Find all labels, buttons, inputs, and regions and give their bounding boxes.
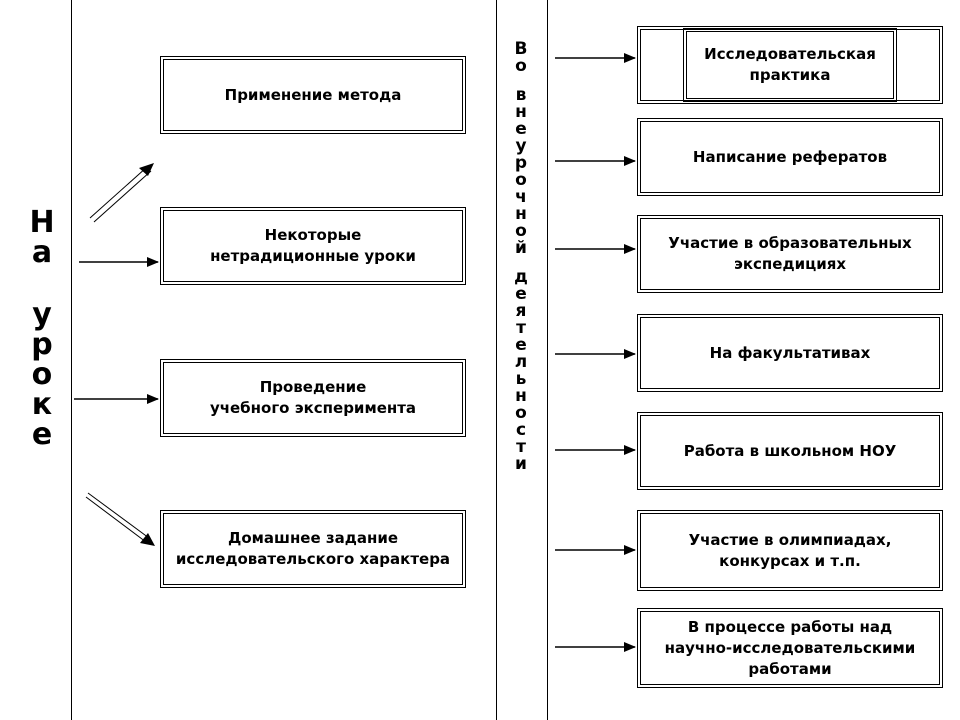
right-box-label: Написание рефератов [640,121,940,193]
right-box-frame [640,29,940,101]
right-box-label: Работа в школьном НОУ [640,415,940,487]
left-box-method: Применение метода [160,56,466,134]
divider-middle-left [496,0,497,720]
right-box-electives: На факультативах [637,314,943,392]
left-box-experiment: Проведение учебного эксперимента [160,359,466,437]
right-box-label: Исследовательская практика [683,28,897,102]
arrow-to-homework [85,492,155,546]
arrow-to-method [89,163,154,223]
right-box-label: На факультативах [640,317,940,389]
left-box-nontraditional-lessons: Некоторые нетрадиционные уроки [160,207,466,285]
left-box-label: Некоторые нетрадиционные уроки [163,210,463,282]
left-box-label: Домашнее задание исследовательского хара… [163,513,463,585]
left-box-label: Проведение учебного эксперимента [163,362,463,434]
right-box-label: В процессе работы над научно-исследовате… [640,611,940,685]
right-box-research-works: В процессе работы над научно-исследовате… [637,608,943,688]
right-box-label: Участие в олимпиадах, конкурсах и т.п. [640,513,940,588]
divider-left [71,0,72,720]
left-box-label: Применение метода [163,59,463,131]
left-box-homework: Домашнее задание исследовательского хара… [160,510,466,588]
right-box-essays: Написание рефератов [637,118,943,196]
right-box-research-practice: Исследовательская практика [637,26,943,104]
divider-middle-right [547,0,548,720]
right-box-expeditions: Участие в образовательных экспедициях [637,215,943,293]
right-box-school-nou: Работа в школьном НОУ [637,412,943,490]
right-box-olympiads: Участие в олимпиадах, конкурсах и т.п. [637,510,943,591]
right-box-label: Участие в образовательных экспедициях [640,218,940,290]
